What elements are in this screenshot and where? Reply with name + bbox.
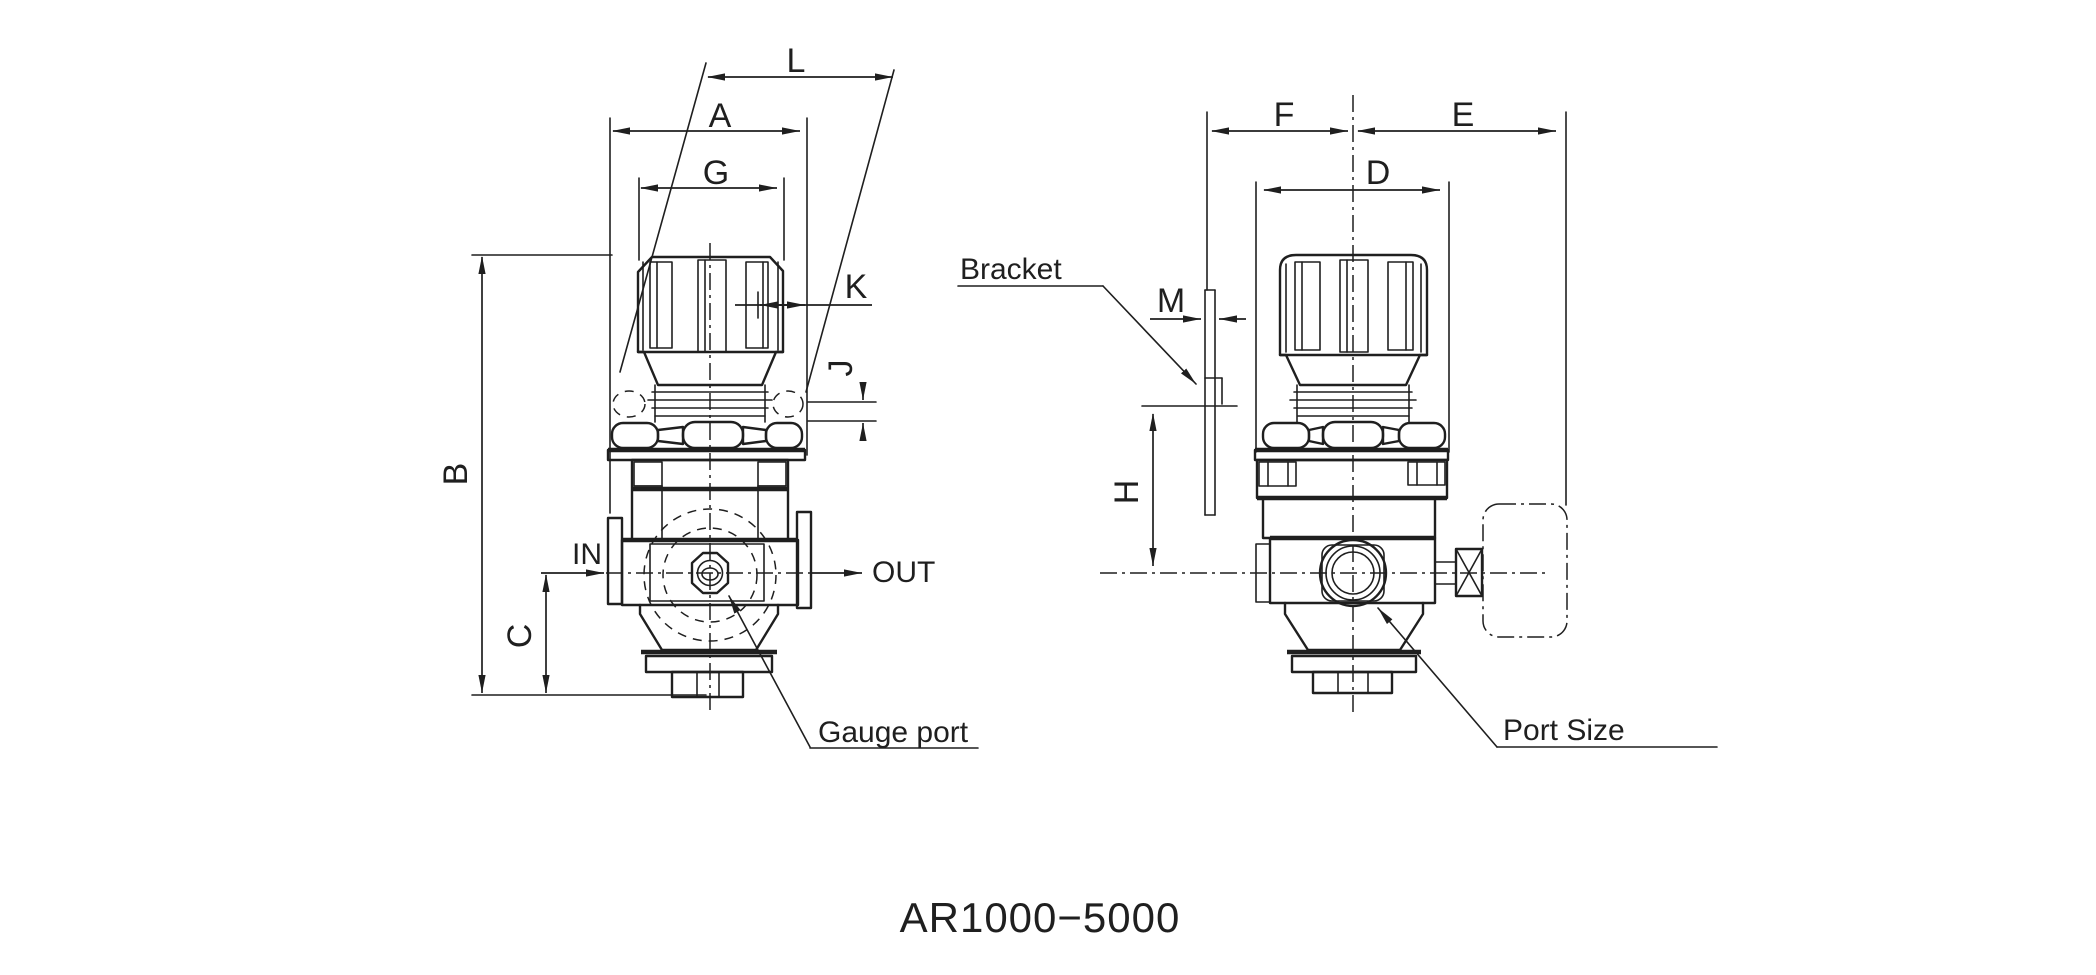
side-lower-body	[1285, 603, 1423, 693]
bracket-leader	[1103, 286, 1196, 384]
dim-label-A: A	[709, 97, 732, 135]
port-size-label: Port Size	[1503, 714, 1625, 747]
gauge-port-leader	[729, 596, 810, 747]
gauge-port-hex	[692, 553, 728, 593]
front-valve-body	[608, 509, 811, 641]
side-bonnet	[1255, 450, 1448, 538]
dim-label-M: M	[1157, 282, 1185, 320]
dim-ext-L-left	[620, 63, 706, 372]
front-view: L A G K J B	[437, 42, 978, 749]
dim-label-G: G	[703, 154, 729, 192]
gauge-port-label: Gauge port	[818, 716, 969, 749]
front-lock-nut	[612, 422, 802, 448]
side-lock-nut	[1263, 422, 1445, 448]
side-bottom-plug	[1313, 672, 1392, 693]
front-in-port-boss	[608, 518, 622, 604]
panel-hole-phantom-left	[613, 391, 645, 417]
dim-label-E: E	[1452, 96, 1475, 134]
dim-label-L: L	[787, 42, 806, 80]
front-adjust-knob	[613, 257, 803, 422]
front-dimensions: L A G K J B	[437, 42, 894, 695]
front-flow-annotations: IN OUT	[541, 538, 935, 589]
drawing-title: AR1000−5000	[900, 894, 1181, 941]
gauge-phantom-outline	[1483, 504, 1567, 637]
side-view: F E D M H Bracket Port Size	[958, 95, 1717, 747]
dim-label-C: C	[501, 624, 539, 649]
side-adjust-knob	[1280, 255, 1427, 422]
dim-label-F: F	[1274, 96, 1295, 134]
dim-ext-L-right	[806, 70, 894, 392]
dim-label-K: K	[845, 268, 868, 306]
gauge-face-phantom-outer	[644, 509, 776, 641]
dim-label-H: H	[1108, 480, 1146, 505]
dim-label-D: D	[1366, 154, 1391, 192]
front-bottom-plug	[672, 672, 743, 697]
front-bonnet	[608, 450, 805, 540]
bracket-plate	[1205, 290, 1222, 515]
port-size-callout: Port Size	[1378, 608, 1717, 747]
port-thread-outer	[1320, 540, 1386, 606]
out-label: OUT	[872, 556, 935, 589]
side-valve-body	[1256, 504, 1567, 637]
in-label: IN	[572, 538, 602, 571]
dim-label-J: J	[822, 360, 860, 377]
bracket-label: Bracket	[960, 253, 1062, 286]
front-lower-body	[640, 605, 778, 697]
side-dimensions: F E D M H	[1108, 96, 1566, 566]
panel-hole-phantom-right	[773, 391, 803, 417]
port-size-leader	[1378, 608, 1497, 747]
gauge-connector	[1456, 549, 1482, 596]
gauge-port-callout: Gauge port	[729, 596, 978, 749]
dim-label-B: B	[437, 463, 475, 486]
gauge-face-phantom-inner	[663, 528, 757, 622]
bracket-callout: Bracket	[958, 253, 1196, 384]
